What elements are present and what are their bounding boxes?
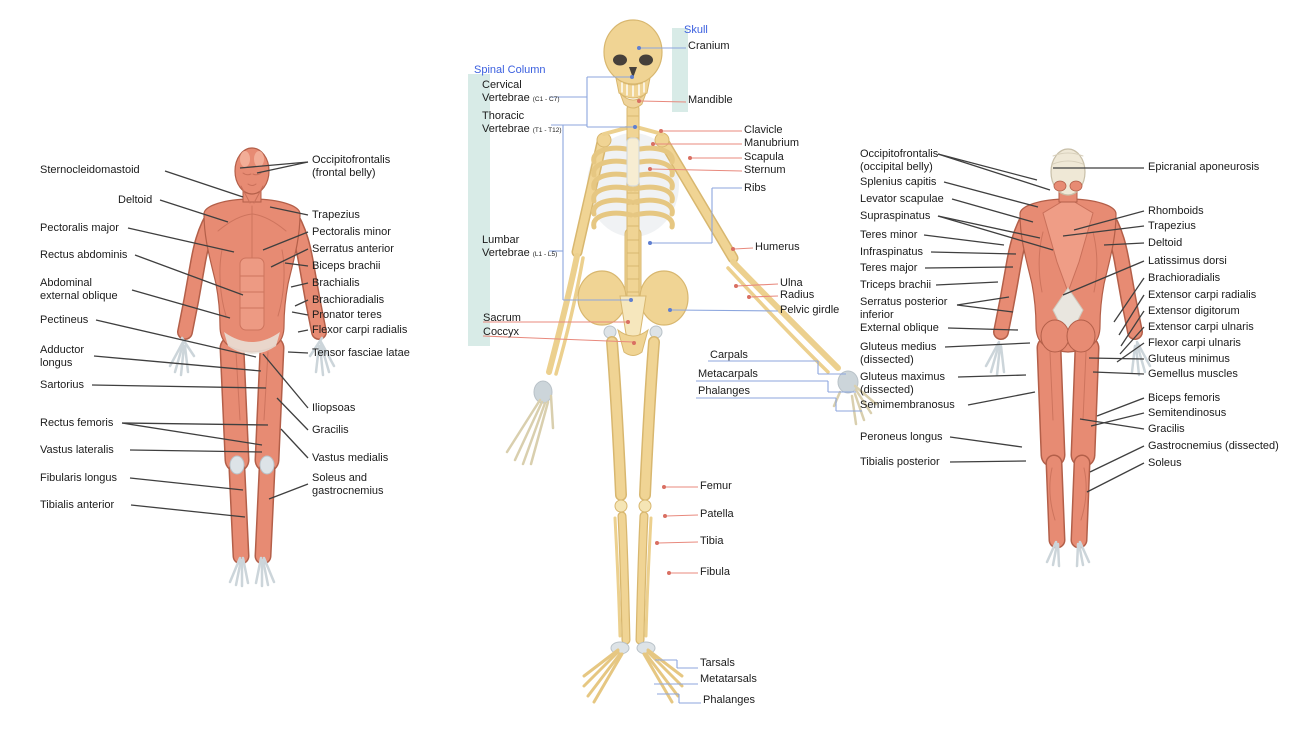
leader-line-serratus-posterior xyxy=(956,296,1010,306)
leader-dot-sternum xyxy=(648,167,652,171)
leader-line-humerus xyxy=(733,247,754,250)
leader-line-splenius-capitis xyxy=(943,181,1039,208)
leader-dot-fibula xyxy=(667,571,671,575)
leader-dot-pelvic-girdle xyxy=(668,308,672,312)
leader-line-peroneus-longus xyxy=(949,436,1023,448)
leader-line-pectoralis-major xyxy=(127,227,235,253)
leader-line-latissimus-dorsi xyxy=(1062,260,1145,296)
leader-line-serratus-posterior xyxy=(956,304,1014,313)
leader-line-occipitofrontalis xyxy=(256,161,309,174)
leader-line-occipitofrontalis xyxy=(937,153,1051,191)
leader-line-adductor xyxy=(93,355,262,372)
leader-line-tibialis-anterior xyxy=(130,504,246,518)
posterior-body-illustration xyxy=(984,148,1152,568)
leader-line-abdominal xyxy=(131,289,231,319)
leader-line-sternocleidomastoid xyxy=(164,170,244,198)
leader-line-radius xyxy=(749,295,779,298)
leader-dot-lumbar xyxy=(629,298,633,302)
leader-line-brachialis xyxy=(290,282,309,288)
leader-line-tibia xyxy=(657,541,699,544)
leader-line-trapezius xyxy=(1062,225,1145,237)
leader-line-biceps-brachii xyxy=(284,262,309,267)
leader-line-gracilis xyxy=(1079,418,1145,430)
leader-dot-scapula xyxy=(688,156,692,160)
leader-line-brachioradialis xyxy=(294,299,309,307)
leader-line-fibularis-longus xyxy=(129,477,244,491)
leader-dot-cervical xyxy=(630,75,634,79)
leader-line-sartorius xyxy=(91,384,267,389)
leader-dot-ulna xyxy=(734,284,738,288)
leader-line-semimembranosus xyxy=(967,391,1036,406)
leader-line-infraspinatus xyxy=(930,251,1017,255)
leader-dot-tibia xyxy=(655,541,659,545)
leader-line-extensor-carpi-ulnaris xyxy=(1119,326,1145,355)
leader-line-teres-minor xyxy=(923,234,1005,246)
leader-line-gluteus-medius xyxy=(944,342,1031,348)
leader-line-deltoid xyxy=(159,199,229,223)
leader-line-soleus xyxy=(1086,462,1145,493)
leader-line-extensor-carpi-radialis xyxy=(1118,294,1145,336)
leader-line-rhomboids xyxy=(1073,210,1145,231)
leader-dot-manubrium xyxy=(651,142,655,146)
skeleton-illustration xyxy=(505,19,878,704)
leader-line-occipitofrontalis xyxy=(239,161,309,169)
leader-dot-femur xyxy=(662,485,666,489)
leader-line-external-oblique xyxy=(947,327,1019,331)
leader-dot-mandible xyxy=(637,99,641,103)
leader-line-soleus-and xyxy=(268,483,309,500)
leader-dot-patella xyxy=(663,514,667,518)
leader-dot-coccyx xyxy=(632,341,636,345)
leader-dot-ribs xyxy=(648,241,652,245)
leader-line-vastus-medialis xyxy=(280,428,309,459)
leader-line-pronator-teres xyxy=(291,311,309,316)
leader-line-iliopsoas xyxy=(262,353,309,409)
leader-line-biceps-femoris xyxy=(1096,397,1145,417)
leader-line-pectineus xyxy=(95,319,257,358)
leader-line-patella xyxy=(665,514,699,517)
leader-line-semitendinosus xyxy=(1090,412,1145,427)
leader-line-sternum xyxy=(650,168,743,172)
leader-line-flexor-carpi-radialis xyxy=(297,329,309,333)
leader-line-pelvic-girdle xyxy=(671,309,779,312)
leader-line-vastus-lateralis xyxy=(129,449,263,453)
leader-line-rectus-femoris xyxy=(121,422,269,426)
leader-line-supraspinatus xyxy=(937,215,1054,251)
leader-line-teres-major xyxy=(924,266,1014,269)
leader-line-mandible xyxy=(639,100,687,103)
leader-line-gracilis xyxy=(276,397,309,431)
leader-line-triceps-brachii xyxy=(935,281,999,286)
leader-line-tibialis-posterior xyxy=(949,460,1027,463)
leader-dot-thoracic xyxy=(633,125,637,129)
leader-dot-radius xyxy=(747,295,751,299)
leader-dot-humerus xyxy=(731,247,735,251)
skull-highlight-band xyxy=(672,28,688,112)
leader-line-ulna xyxy=(736,283,779,287)
leader-line-brachioradialis xyxy=(1113,277,1145,323)
leader-line-gluteus-maximus xyxy=(957,374,1027,378)
leader-line-pectoralis-minor xyxy=(262,231,309,251)
leader-line-rectus-femoris xyxy=(121,422,263,446)
leader-line-trapezius xyxy=(269,206,309,216)
leader-line-levator-scapulae xyxy=(951,198,1034,223)
leader-dot-sacrum xyxy=(626,320,630,324)
leader-dot-clavicle xyxy=(659,129,663,133)
leader-line-serratus-anterior xyxy=(270,248,309,268)
leader-line-rectus-abdominis xyxy=(134,254,244,296)
leader-line-occipitofrontalis xyxy=(937,153,1038,181)
leader-line-gastrocnemius-dissected xyxy=(1089,445,1145,473)
spinal-column-highlight-band xyxy=(468,74,490,346)
leader-line-deltoid xyxy=(1103,242,1145,246)
leader-line-gemellus-muscles xyxy=(1092,371,1145,375)
leader-line-tensor-fasciae-latae xyxy=(287,351,309,354)
leader-line-supraspinatus xyxy=(937,215,1041,239)
leader-line-extensor-digitorum xyxy=(1120,310,1145,347)
leader-line-coccyx xyxy=(482,335,634,343)
leader-dot-cranium xyxy=(637,46,641,50)
leader-line-gluteus-minimus xyxy=(1088,357,1145,360)
